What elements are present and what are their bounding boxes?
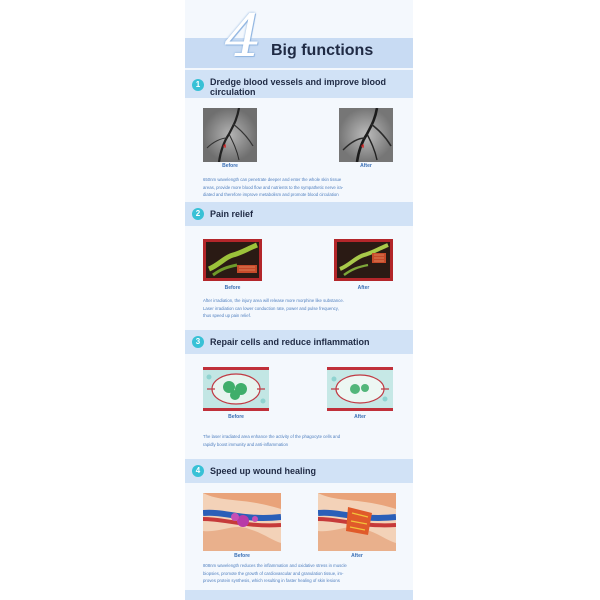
section-2-band <box>185 202 413 226</box>
section-3-band <box>185 330 413 354</box>
section-3-number-badge: 3 <box>192 336 204 348</box>
header-band <box>185 38 413 68</box>
footer-band <box>185 590 413 600</box>
section-1-after-image <box>339 108 393 162</box>
section-1-description: 650nm wavelength can penetrate deeper an… <box>203 177 344 198</box>
section-2-after-caption: After <box>357 285 370 291</box>
section-4-band <box>185 459 413 483</box>
section-1-before-image <box>203 108 257 162</box>
section-3-description: The laser irradiated area enhance the ac… <box>203 434 341 447</box>
section-1-after-caption: After <box>360 163 372 169</box>
section-2-after-image <box>334 239 393 281</box>
section-2-before-image <box>203 239 262 281</box>
section-2-title: Pain relief <box>210 209 254 219</box>
section-4-description: 808nm wavelength reduces the inflammatio… <box>203 563 347 584</box>
section-4-after-image <box>318 493 396 551</box>
section-4-before-caption: Before <box>234 553 250 559</box>
section-4-before-image <box>203 493 281 551</box>
section-3-after-caption: After <box>354 414 366 420</box>
section-1-number-badge: 1 <box>192 79 204 91</box>
section-2-number-badge: 2 <box>192 208 204 220</box>
section-3-before-image <box>203 367 269 411</box>
page-title: Big functions <box>271 42 374 59</box>
section-1-title: Dredge blood vessels and improve blood c… <box>210 77 387 97</box>
section-4-number-badge: 4 <box>192 465 204 477</box>
section-4-after-caption: After <box>351 553 363 559</box>
section-3-after-image <box>327 367 393 411</box>
section-4-title: Speed up wound healing <box>210 466 317 476</box>
section-1-before-caption: Before <box>222 163 238 169</box>
content-column: 4 Big functions 1 Dredge blood vessels a… <box>185 0 413 600</box>
section-1-band <box>185 70 413 98</box>
section-2-description: After irradiation, the injury area will … <box>203 298 344 319</box>
section-3-title: Repair cells and reduce inflammation <box>210 337 370 347</box>
section-2-before-caption: Before <box>224 285 241 291</box>
header-number: 4 <box>225 2 262 70</box>
section-3-before-caption: Before <box>228 414 244 420</box>
